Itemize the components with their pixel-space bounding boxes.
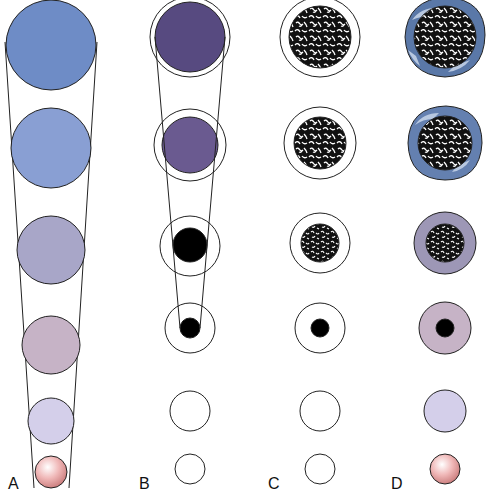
panel-letter: B (139, 476, 150, 492)
panel-letter: C (268, 476, 280, 492)
panel-letter: D (391, 476, 403, 492)
panel-letter: A (8, 476, 19, 492)
